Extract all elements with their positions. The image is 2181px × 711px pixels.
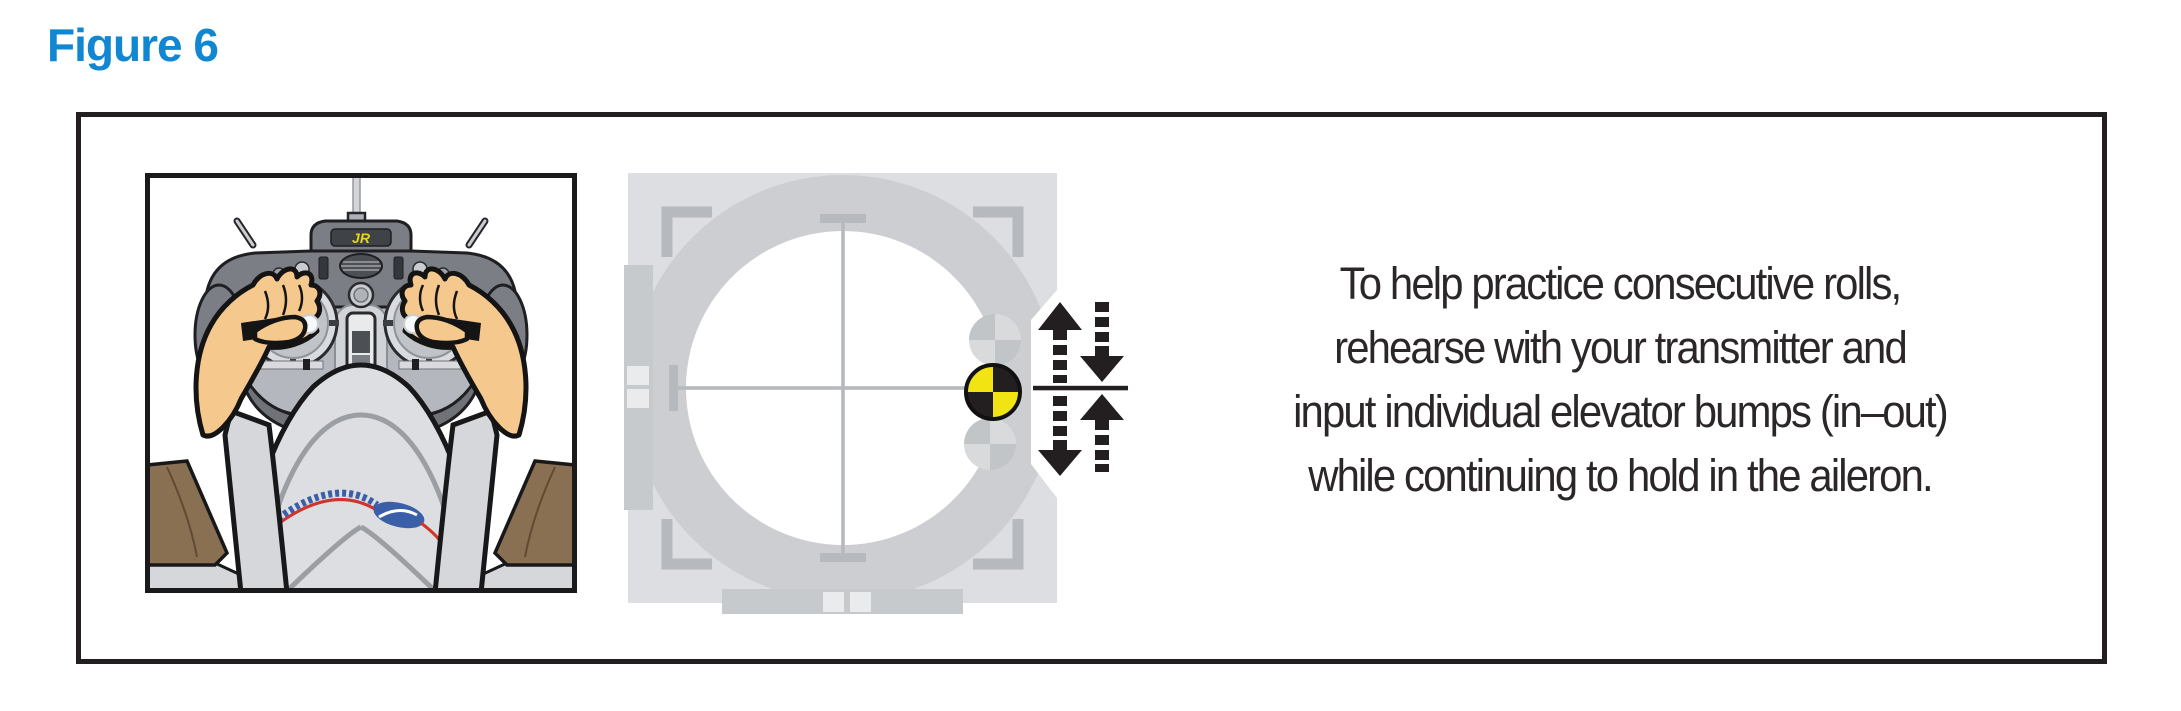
up-arrow-dashed-icon xyxy=(1038,302,1082,383)
down-arrow-dashed-icon-2 xyxy=(1080,302,1124,382)
ghost-ball-top xyxy=(969,314,1021,366)
up-arrow-dashed-icon-2 xyxy=(1080,394,1124,472)
caption-line: input individual elevator bumps (in–out) xyxy=(1293,386,1949,437)
caption-line: rehearse with your transmitter and xyxy=(1334,322,1908,373)
trim-slider-bottom xyxy=(722,589,963,614)
left-thumb xyxy=(252,314,308,346)
caption-text: To help practice consecutive rolls, rehe… xyxy=(1211,252,2029,508)
transmitter-illustration: JR xyxy=(145,173,577,593)
center-line xyxy=(1033,385,1128,391)
right-thumb xyxy=(414,314,470,346)
left-forearm xyxy=(222,407,290,593)
elevator-bump-arrows xyxy=(1033,302,1128,476)
right-forearm xyxy=(432,407,500,593)
figure-label: Figure 6 xyxy=(47,19,219,71)
switch-stub-icons xyxy=(233,217,489,249)
caption-line: To help practice consecutive rolls, xyxy=(1339,258,1902,309)
crosshair-icon xyxy=(669,214,1006,562)
ghost-ball-bottom xyxy=(964,418,1016,470)
trim-slider-left xyxy=(624,265,653,510)
left-hand xyxy=(193,266,323,439)
down-arrow-dashed-icon xyxy=(1038,396,1082,476)
left-shoulder-sleeve xyxy=(145,459,247,593)
right-hand xyxy=(399,266,529,439)
jr-logo: JR xyxy=(352,230,371,246)
stick-gimbal-diagram xyxy=(624,173,1158,614)
corner-bracket-icons xyxy=(661,206,1024,570)
trim-and-controls xyxy=(260,281,462,375)
cg-ball-icon xyxy=(964,363,1022,421)
caption-line: while continuing to hold in the aileron. xyxy=(1308,450,1933,501)
right-shoulder-sleeve xyxy=(475,459,577,593)
illustration-border xyxy=(145,173,577,593)
